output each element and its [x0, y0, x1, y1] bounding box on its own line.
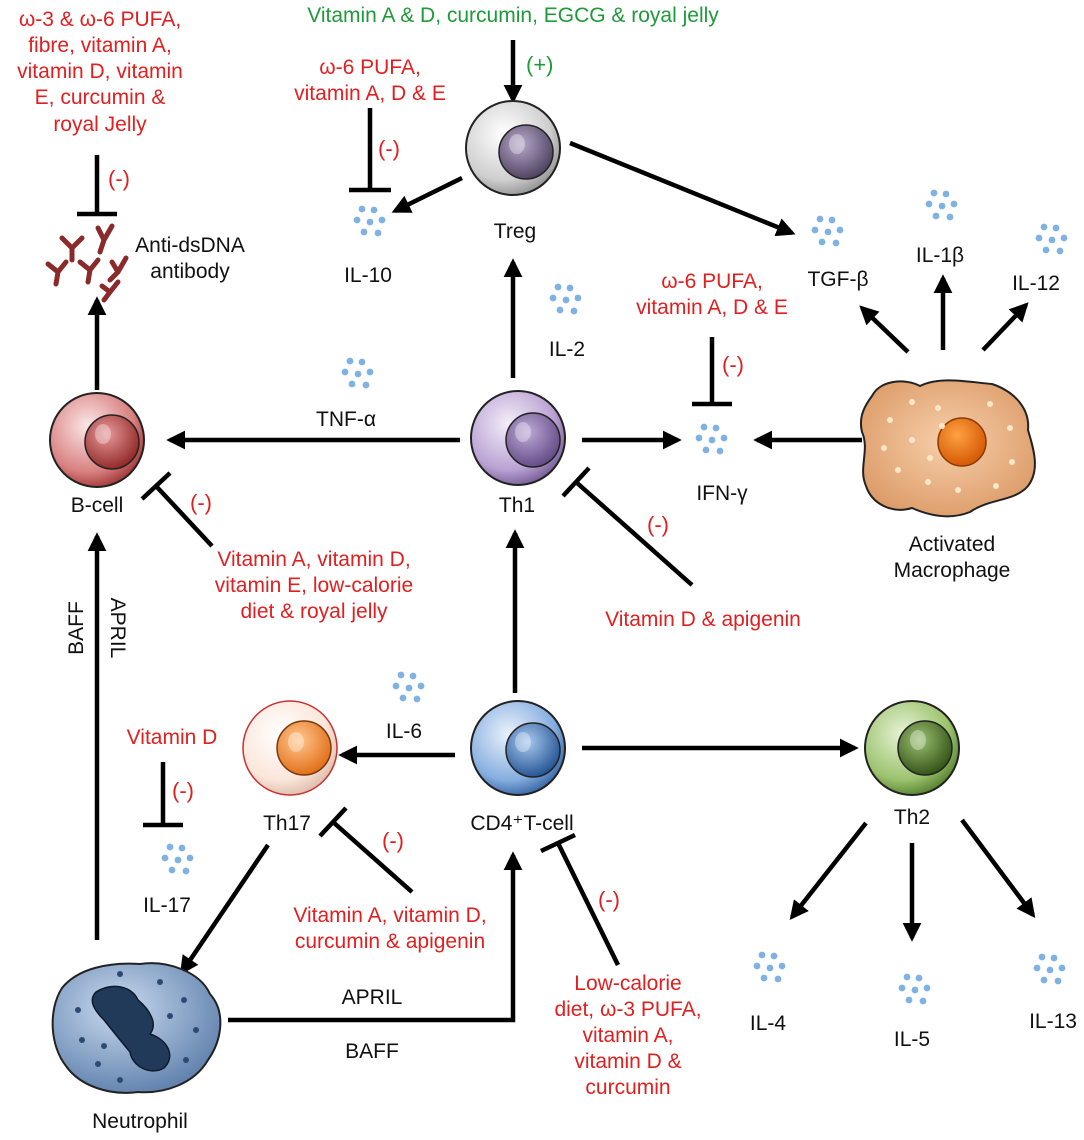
- nutrients-th17-line2: curcumin & apigenin: [295, 930, 485, 953]
- nutrients-antibody-line2: fibre, vitamin A,: [28, 34, 172, 57]
- nutrients-bcell-line2: vitamin E, low-calorie: [215, 574, 413, 597]
- th1-cell: [470, 390, 566, 486]
- antibody-label-line1: Anti-dsDNA: [135, 234, 245, 257]
- minus-sign-ifng: (-): [722, 352, 744, 377]
- th1-label: Th1: [499, 494, 535, 517]
- cytokine-il10-dots: [353, 205, 386, 237]
- cytokine-il12-dots: [1035, 223, 1068, 255]
- inhibit-th1: [574, 480, 694, 587]
- ifng-label: IFN-γ: [696, 482, 748, 505]
- arrow-th17-to-neutrophil: [179, 843, 270, 976]
- bcell-label: B-cell: [71, 494, 124, 517]
- il1b-label: IL-1β: [916, 244, 964, 267]
- il17-label: IL-17: [143, 894, 191, 917]
- cytokine-il4-dots: [753, 951, 786, 983]
- il5-label: IL-5: [894, 1028, 930, 1051]
- minus-sign-cd4: (-): [598, 887, 620, 912]
- cytokine-il5-dots: [898, 973, 931, 1005]
- april-horizontal-label: APRIL: [342, 986, 403, 1009]
- arrow-macrophage-to-tgfb: [859, 305, 910, 354]
- nutrients-bcell-line3: diet & royal jelly: [240, 600, 388, 623]
- minus-sign-th17: (-): [382, 828, 404, 853]
- tgfb-label: TGF-β: [807, 268, 868, 291]
- nutrients-antibody-line5: royal Jelly: [53, 113, 147, 136]
- baff-horizontal-label: BAFF: [345, 1040, 399, 1063]
- activated-macrophage: [860, 379, 1036, 518]
- nutrients-cd4-line3: vitamin A,: [582, 1024, 673, 1047]
- nutrients-il10-line2: vitamin A, D & E: [294, 82, 446, 105]
- nutrients-ifng-line2: vitamin A, D & E: [636, 296, 788, 319]
- il12-label: IL-12: [1012, 272, 1060, 295]
- nutrients-cd4-line4: vitamin D &: [574, 1050, 681, 1073]
- cytokine-tnfa-dots: [341, 357, 374, 389]
- nutrients-treg-promoters: Vitamin A & D, curcumin, EGCG & royal je…: [307, 4, 719, 27]
- arrow-th2-to-il4: [789, 821, 868, 920]
- nutrients-th17-line1: Vitamin A, vitamin D,: [293, 904, 486, 927]
- arrow-macrophage-to-il12: [981, 302, 1029, 352]
- macrophage-label-line2: Macrophage: [894, 559, 1011, 582]
- nutrients-antibody-line4: E, curcumin &: [35, 86, 166, 109]
- minus-sign-bcell: (-): [190, 490, 212, 515]
- il6-label: IL-6: [386, 720, 422, 743]
- cd4-tcell: [470, 700, 566, 796]
- inhibit-bcell-bar: [140, 471, 172, 501]
- neutrophil-label: Neutrophil: [92, 1110, 188, 1133]
- nutrients-cd4-line1: Low-calorie: [574, 972, 681, 995]
- treg-cell: [465, 100, 561, 196]
- arrow-neutrophil-to-cd4: [228, 851, 523, 1023]
- th17-cell: [242, 700, 338, 796]
- tnfa-label: TNF-α: [316, 408, 376, 431]
- minus-sign-il17: (-): [172, 778, 194, 803]
- april-vertical-label: APRIL: [106, 598, 129, 659]
- baff-vertical-label: BAFF: [65, 601, 88, 655]
- arrow-treg-to-il10: [391, 175, 463, 214]
- cytokine-il1b-dots: [925, 189, 958, 221]
- th2-cell: [864, 700, 960, 796]
- nutrients-il10-line1: ω-6 PUFA,: [319, 56, 421, 79]
- neutrophil-cell: [51, 962, 222, 1094]
- inhibit-th17-bar: [318, 806, 348, 838]
- arrow-th2-to-il13: [960, 818, 1036, 919]
- antibody-label-line2: antibody: [150, 260, 230, 283]
- il13-label: IL-13: [1029, 1010, 1077, 1033]
- inhibit-cd4-bar: [540, 832, 576, 854]
- nutrients-antibody-line3: vitamin D, vitamin: [17, 60, 183, 83]
- cytokine-ifng-dots: [695, 423, 728, 455]
- il10-label: IL-10: [344, 264, 392, 287]
- bcell-cell: [49, 392, 145, 488]
- il4-label: IL-4: [750, 1012, 787, 1035]
- cytokine-il6-dots: [392, 671, 425, 703]
- macrophage-label-line1: Activated: [909, 533, 995, 556]
- nutrients-th1: Vitamin D & apigenin: [605, 608, 801, 631]
- cd4-label: CD4⁺T-cell: [470, 812, 573, 835]
- cytokine-il17-dots: [161, 843, 194, 875]
- nutrients-cd4-line2: diet, ω-3 PUFA,: [554, 998, 701, 1021]
- nutrients-bcell-line1: Vitamin A, vitamin D,: [217, 548, 410, 571]
- nutrients-antibody-line1: ω-3 & ω-6 PUFA,: [19, 8, 181, 31]
- nutrients-ifng-line1: ω-6 PUFA,: [661, 270, 763, 293]
- cytokine-il2-dots: [549, 283, 582, 315]
- nutrients-il17: Vitamin D: [127, 726, 218, 749]
- th17-label: Th17: [263, 812, 311, 835]
- cytokine-tgfb-dots: [811, 215, 844, 247]
- arrow-treg-to-tgfb: [569, 140, 796, 237]
- inhibit-bcell: [154, 484, 214, 548]
- anti-dsdna-antibody-icon: [45, 223, 129, 303]
- minus-sign-il10: (-): [378, 136, 400, 161]
- plus-sign-treg: (+): [526, 52, 554, 77]
- il2-label: IL-2: [549, 338, 585, 361]
- treg-label: Treg: [494, 220, 536, 243]
- inhibit-th17: [331, 820, 414, 894]
- th2-label: Th2: [894, 806, 930, 829]
- minus-sign-th1: (-): [647, 512, 669, 537]
- minus-sign-antibody: (-): [108, 166, 130, 191]
- inhibit-cd4: [555, 842, 621, 966]
- nutrients-cd4-line5: curcumin: [585, 1076, 670, 1099]
- cytokine-il13-dots: [1033, 953, 1066, 985]
- inhibit-th1-bar: [561, 466, 591, 498]
